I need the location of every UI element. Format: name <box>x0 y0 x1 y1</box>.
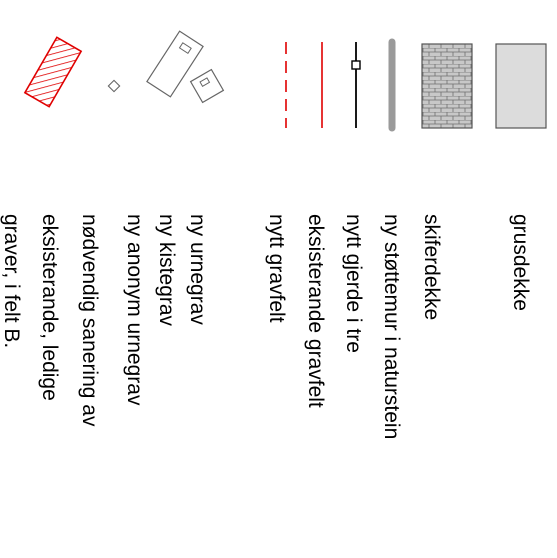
label-gjerde: nytt gjerde i tre <box>342 214 365 353</box>
label-eksisterande-gravfelt: eksisterande gravfelt <box>304 214 327 408</box>
urn-grave-icon <box>189 68 225 104</box>
label-sanering-2: eksisterande, ledige <box>38 214 61 401</box>
label-sanering-1: nødvendig sanering av <box>78 214 101 427</box>
coffin-grave-icon <box>146 30 204 98</box>
label-grusdekke: grusdekke <box>509 214 532 311</box>
label-kistegrav: ny kistegrav <box>155 214 178 327</box>
wooden-fence-line <box>351 42 361 128</box>
label-nytt-gravfelt: nytt gravfelt <box>265 214 288 323</box>
slate-paving-swatch <box>421 43 473 129</box>
required-renovation-hatch <box>23 36 83 108</box>
label-sanering-3: graver, i felt B. <box>0 214 23 349</box>
label-anonym-urnegrav: ny anonym urnegrav <box>123 214 146 406</box>
label-stottemur: ny støttemur i naturstein <box>380 214 403 440</box>
gravel-area-swatch <box>495 43 547 129</box>
label-urnegrav: ny urnegrav <box>186 214 209 325</box>
anonymous-urn-grave-icon <box>107 79 121 93</box>
label-skiferdekke: skiferdekke <box>420 214 443 321</box>
